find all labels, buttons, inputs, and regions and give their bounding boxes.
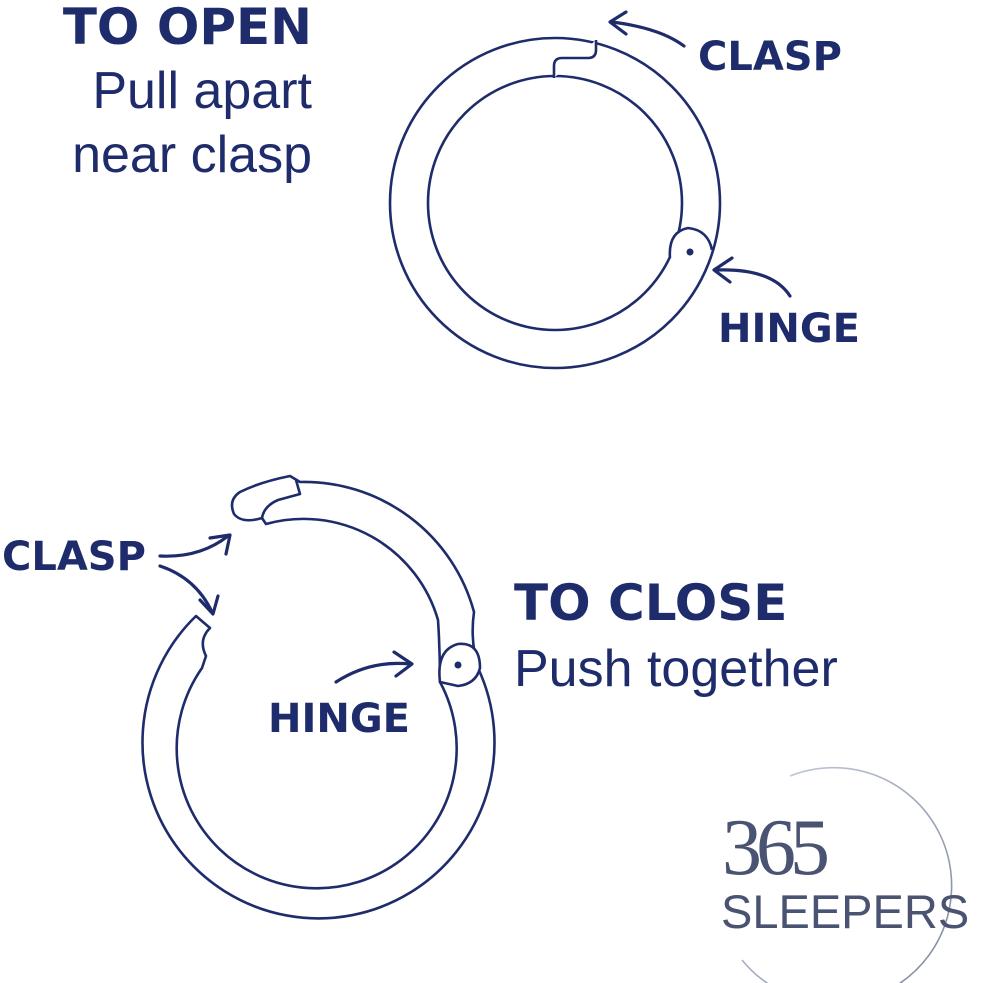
close-clasp-label: CLASP [2,534,146,580]
open-ring-clasp-tip [260,479,302,519]
open-hinge-arrowhead [712,256,734,284]
closed-ring-inner [426,74,684,332]
close-line-1: Push together [514,640,838,698]
open-instructions: TO OPEN Pull apart near clasp [63,0,313,184]
logo-word: SLEEPERS [721,885,969,938]
open-clasp-arrowhead [608,10,628,36]
close-hinge-arrow [334,661,412,684]
open-clasp-label: CLASP [698,34,842,80]
open-clasp-arrow [610,20,686,48]
close-hinge-arrowhead [392,650,414,678]
close-clasp-arrow-down [158,564,214,614]
open-ring [141,474,496,920]
open-ring-hinge-pin [454,661,462,669]
close-hinge-label: HINGE [268,696,410,742]
open-hinge-arrow [714,268,792,298]
open-ring-upper-arm [230,474,480,684]
close-instructions: TO CLOSE Push together [514,574,838,698]
open-clasp-callout: CLASP [608,10,842,80]
open-ring-lower-arc [141,614,496,920]
close-clasp-arrow-up [158,534,230,558]
close-clasp-callout: CLASP [2,533,232,616]
close-clasp-arrowhead-down [198,594,220,616]
close-hinge-callout: HINGE [268,650,414,742]
close-clasp-arrowhead-up [208,533,232,556]
closed-ring-clasp-seam [552,40,598,78]
logo-swoosh [741,766,953,983]
open-hinge-label: HINGE [718,306,860,352]
closed-ring-hinge-pin [686,248,694,256]
brand-logo: 365 SLEEPERS [721,766,969,983]
open-hinge-callout: HINGE [712,256,860,352]
open-line-1: Pull apart [92,62,312,120]
closed-ring [388,36,722,370]
logo-number: 365 [722,804,827,892]
closed-ring-hinge-seam [668,226,714,259]
close-heading: TO CLOSE [514,574,787,632]
open-line-2: near clasp [72,126,312,184]
open-heading: TO OPEN [63,0,312,56]
